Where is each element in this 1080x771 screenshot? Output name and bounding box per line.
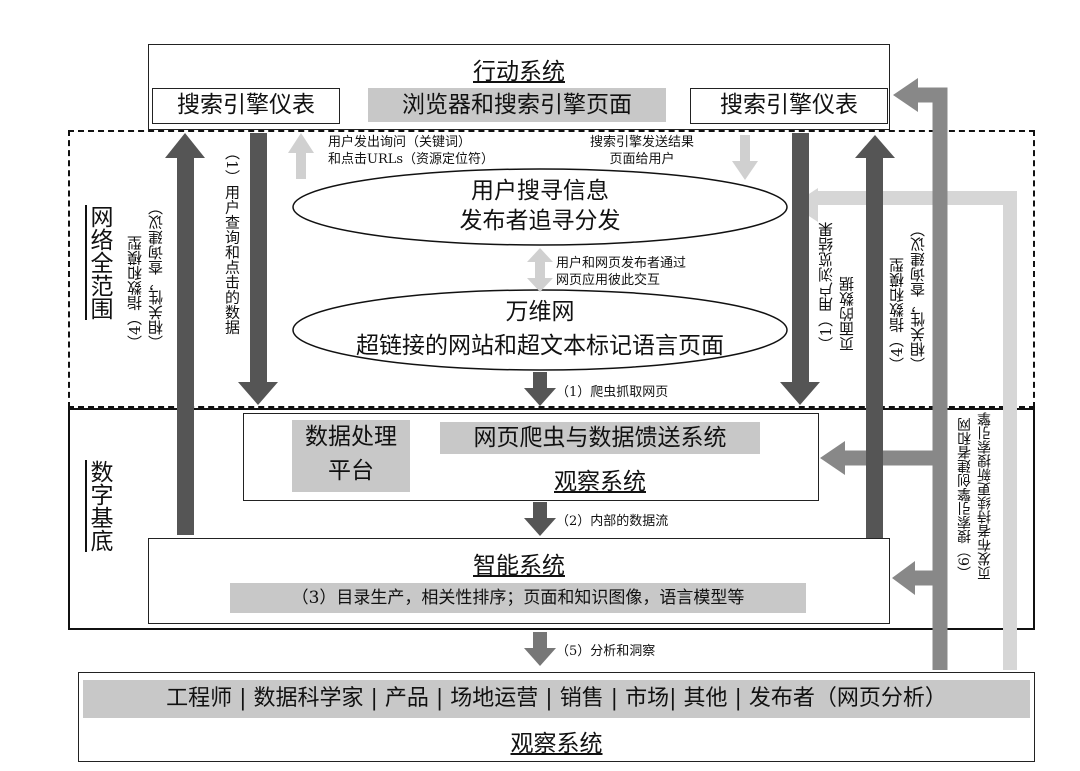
arrowhead-update-intel [892, 561, 915, 595]
arrow-left-index [177, 155, 194, 535]
ellipse-user-search-text: 用户搜寻信息发布者追寻分发 [459, 178, 621, 234]
web-scope-label: 网络全范围 [86, 205, 112, 320]
crawl-label: （1）爬虫抓取网页 [556, 385, 669, 400]
roles-row: 工程师 | 数据科学家 | 产品 | 场地运营 | 销售 | 市场| 其他 | … [83, 680, 1030, 718]
digital-base-label: 数字基底 [86, 460, 112, 552]
right-index-label: （4）指数和模型（相关性，查询建议） [888, 222, 927, 372]
left-query-data-label: （1）用户查询和点击的数据 [223, 145, 241, 335]
arrow-update-6 [915, 87, 948, 670]
intelligence-system-title: 智能系统 [473, 553, 565, 579]
analysis-label: （5）分析和洞察 [556, 644, 656, 659]
intelligence-description: （3）目录生产，相关性排序；页面和知识图像，语言模型等 [230, 583, 806, 613]
data-platform: 数据处理平台 [292, 420, 410, 492]
browser-and-search-pages: 浏览器和搜索引擎页面 [368, 88, 666, 122]
action-system-title: 行动系统 [473, 59, 565, 85]
arrowhead-left-query-data [238, 382, 278, 405]
arrow-results [740, 135, 750, 163]
interaction-label: 用户和网页发布者通过网页应用彼此交互 [556, 256, 687, 288]
observe-system-title: 观察系统 [554, 469, 646, 495]
arrowhead-update-top [893, 78, 918, 112]
right-browse-label: （1）用户浏览结果页面的数据 [817, 222, 856, 352]
arrow-crawl [533, 372, 547, 390]
arrow-left-query-data [250, 133, 267, 385]
arrowhead-update-observe [820, 441, 845, 475]
arrow-right-browse [792, 133, 809, 385]
web-scope-dashed-frame [68, 130, 1035, 408]
arrow-interaction [535, 258, 545, 282]
arrow-right-index [866, 155, 883, 538]
internal-flow-label: （2）内部的数据流 [556, 514, 669, 529]
results-label: 搜索引擎发送结果页面给用户 [590, 135, 695, 167]
bottom-observe-title: 观察系统 [510, 731, 603, 757]
dashboard-left: 搜索引擎仪表 [152, 88, 340, 124]
ellipse-www-text: 万维网超链接的网站和超文本标记语言页面 [356, 299, 724, 359]
update-label: （6）搜索引擎创建者和网页发布者持续更新搜索引擎 [957, 412, 993, 580]
arrow-analysis [533, 632, 547, 650]
crawler-feed-system: 网页爬虫与数据馈送系统 [440, 422, 760, 454]
user-query-label: 用户发出询问（关键词）和点击URLs（资源定位符） [328, 135, 495, 167]
ellipse-user-search [292, 168, 788, 246]
digital-base-frame [68, 408, 1035, 630]
arrow-user-query [296, 152, 306, 179]
dashboard-right: 搜索引擎仪表 [690, 88, 888, 124]
arrow-internal-flow [533, 502, 547, 520]
arrowhead-left-index [165, 133, 205, 158]
left-index-label: （4）指数和模型（相关性，查询建议） [126, 200, 165, 350]
